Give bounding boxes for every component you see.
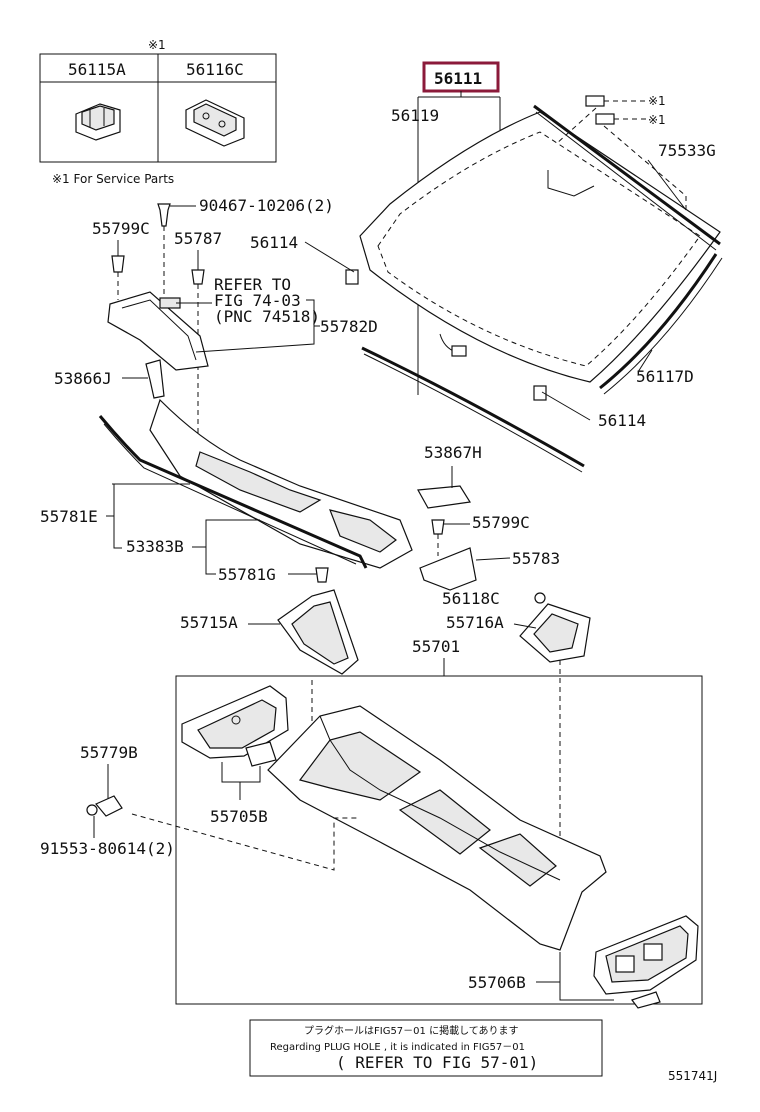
note-line-ref: ( REFER TO FIG 57-01) [336, 1053, 538, 1072]
windshield-assembly: 56111 [304, 61, 723, 473]
part-55705b[interactable]: 55705B [210, 807, 268, 826]
cowl-right-parts [248, 466, 591, 860]
part-56111[interactable]: 56111 [434, 69, 482, 88]
cowl-panel-frame [175, 675, 703, 1005]
part-55716a[interactable]: 55716A [446, 613, 504, 632]
part-56114-lower[interactable]: 56114 [598, 411, 646, 430]
part-55706b[interactable]: 55706B [468, 973, 526, 992]
note-line-en: Regarding PLUG HOLE , it is indicated in… [270, 1042, 525, 1053]
cowl-upper-parts [98, 203, 413, 569]
part-55783[interactable]: 55783 [512, 549, 560, 568]
clip-56116c-drawing [185, 99, 245, 147]
bolt-91553-drawing [86, 795, 123, 817]
part-55799c-left[interactable]: 55799C [92, 219, 150, 238]
svg-text:FIG 74-03: FIG 74-03 [214, 291, 301, 310]
part-55781e[interactable]: 55781E [40, 507, 98, 526]
svg-text:REFER TO: REFER TO [214, 275, 291, 294]
svg-text:(PNC 74518): (PNC 74518) [214, 307, 320, 326]
inset-part-56115a[interactable]: 56115A [68, 60, 126, 79]
part-56119[interactable]: 56119 [391, 106, 439, 125]
service-parts-inset: ※1 56115A 56116C [39, 38, 277, 163]
part-56114-upper[interactable]: 56114 [250, 233, 298, 252]
part-55799c-right[interactable]: 55799C [472, 513, 530, 532]
service-mark-a: ※1 [648, 94, 666, 108]
cowl-lower-panel [131, 685, 699, 1009]
figure-code: 551741J [668, 1069, 717, 1083]
part-55701[interactable]: 55701 [412, 637, 460, 656]
plug-hole-note[interactable]: プラグホールはFIG57－01 に掲載してあります Regarding PLUG… [249, 1019, 603, 1077]
part-90467-10206[interactable]: 90467-10206(2) [199, 196, 334, 215]
part-53866j[interactable]: 53866J [54, 369, 112, 388]
part-55787[interactable]: 55787 [174, 229, 222, 248]
part-56118c[interactable]: 56118C [442, 589, 500, 608]
service-parts-note: ※1 For Service Parts [52, 172, 174, 186]
part-91553-80614[interactable]: 91553-80614(2) [40, 839, 175, 858]
refer-fig-74-03[interactable]: REFER TO FIG 74-03 (PNC 74518) [195, 275, 320, 353]
part-55715a[interactable]: 55715A [180, 613, 238, 632]
inset-part-56116c[interactable]: 56116C [186, 60, 244, 79]
part-53867h[interactable]: 53867H [424, 443, 482, 462]
part-75533g[interactable]: 75533G [658, 141, 716, 160]
inset-mark: ※1 [148, 38, 166, 52]
part-55781g[interactable]: 55781G [218, 565, 276, 584]
part-56117d[interactable]: 56117D [636, 367, 694, 386]
service-mark-b: ※1 [648, 113, 666, 127]
part-55782d[interactable]: 55782D [320, 317, 378, 336]
part-53383b[interactable]: 53383B [126, 537, 184, 556]
note-line-jp: プラグホールはFIG57－01 に掲載してあります [304, 1024, 518, 1037]
clip-56115a-drawing [75, 103, 121, 141]
part-55779b[interactable]: 55779B [80, 743, 138, 762]
